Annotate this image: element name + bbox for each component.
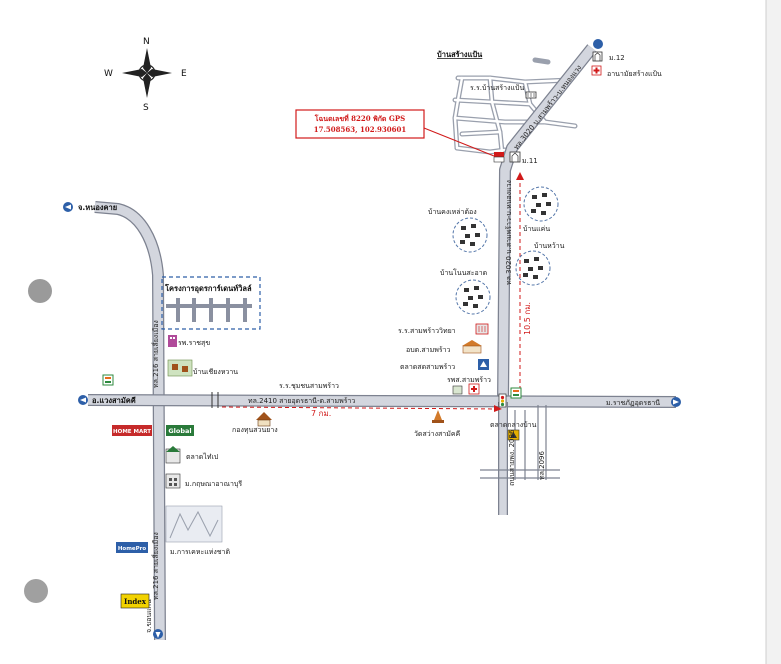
temple-icon [432, 410, 444, 423]
left-hospital-label: รพ.ราชสุข [178, 339, 210, 347]
traffic-light-icon [498, 393, 507, 408]
rubber-fund-icon [256, 412, 272, 427]
central-market-icon [507, 429, 520, 441]
rubber-fund-label: กองทุนสวนยาง [232, 426, 278, 434]
land-plot-marker [493, 152, 505, 163]
central-market-label: ตลาดกลางบ้าน [490, 421, 537, 429]
south-east-grid [480, 405, 560, 480]
homemart-text: HOME MART [113, 429, 151, 435]
village-name: บ้านสร้างแป้น [437, 50, 483, 59]
distance-line-horizontal [221, 406, 501, 410]
road-2096-label-b: ทล.2096 [538, 451, 546, 480]
university-label: ม.การเคหะแห่งชาติ [170, 548, 230, 556]
university-image [165, 505, 223, 543]
page-edge [766, 0, 781, 664]
village-cluster-baen [523, 186, 559, 222]
road-2410-label: ทล.2410 สายอุดรธานี-ต.สามพร้าว [248, 397, 355, 405]
b1-icon [167, 359, 193, 377]
wang-sam-mo-label: อ.แวงสามัคคี [92, 396, 136, 405]
village-kham-lao-label: บ้านคงเหล่าต้อง [428, 208, 477, 216]
homemart-logo: HOME MART [112, 425, 152, 436]
road-216-label-upper: ทล.216 สายเลี่ยงเมือง [151, 320, 160, 388]
village-cluster-nong-sa-at [455, 279, 491, 315]
index-logo: Index [120, 593, 150, 609]
left-hospital-icon [168, 335, 177, 347]
moo12-marker [592, 39, 603, 62]
global-logo: Global [166, 425, 194, 436]
khon-kaen-arrow [153, 629, 163, 639]
moo12-label: ม.12 [609, 54, 625, 62]
village-icon [165, 473, 181, 489]
road-2096-label-a: ถนนสายพง. 2096 [508, 429, 516, 486]
village-cluster-nong-wan [515, 250, 551, 286]
gps-callout: โฉนดเลขที่ 8220 พิกัด GPS 17.508563, 102… [295, 109, 495, 157]
rajabhat-label: ม.ราชภัฏอุดรธานี [606, 399, 660, 407]
hospital-icons [452, 383, 480, 395]
road-3020-label-lower: ทล.3020 บ.สามพร้าว-บ.หนองแวง [505, 180, 513, 285]
sam-phrao-school-icon [475, 323, 489, 335]
b1-label: บ้านเชียงหวาน [193, 368, 238, 376]
gps-callout-line2: 17.508563, 102.930601 [314, 125, 407, 134]
distance-arrow-up [516, 172, 524, 180]
compass-rose: N S W E [104, 37, 187, 113]
global-text: Global [168, 427, 191, 435]
moo11-marker [509, 151, 521, 163]
community-school-label: ร.ร.ชุมชนสามพร้าว [279, 382, 339, 390]
index-text: Index [124, 597, 147, 606]
sao-label: อบต.สามพร้าว [406, 346, 451, 354]
hospital-label: รพส.สามพร้าว [447, 376, 491, 384]
binder-hole-bottom [24, 579, 48, 603]
market-label: ตลาดสดสามพร้าว [400, 363, 455, 371]
distance-arrow-right [494, 405, 502, 412]
top-school-icon [525, 91, 537, 99]
market-icon [478, 359, 489, 370]
seven-eleven-icon-right [510, 387, 522, 399]
distance-7km: 7 กม. [311, 409, 331, 418]
village-nong-wan-label: บ้านหว้าน [534, 242, 565, 250]
khon-kaen-label: จ.ขอนแก่น [145, 599, 153, 633]
wang-sam-mo-arrow [78, 395, 88, 405]
project-name: โครงการอุดรการ์เดนท์วิลล์ [164, 283, 252, 293]
homepro-text: HomePro [118, 546, 147, 552]
moo11-label: ม.11 [522, 157, 538, 165]
compass-w: W [104, 69, 113, 79]
road-216-label-lower: ทล.216 สายเลี่ยงเมือง [151, 532, 160, 600]
road-3020-label-upper: ทล.3020 บ.สามพร้าว-บ.หนองแวง [512, 64, 583, 152]
road-216 [94, 201, 166, 641]
sam-phrao-school-label: ร.ร.สามพร้าววิทยา [398, 327, 456, 335]
top-school-label: ร.ร.บ้านสร้างแป้น [470, 84, 524, 92]
bridge-mark [211, 392, 219, 408]
compass-s: S [143, 103, 149, 113]
binder-hole-top [28, 279, 52, 303]
market-thai-label: ตลาดไท๋เป [186, 452, 219, 461]
village-cluster-kham-lao [452, 217, 488, 253]
market-thai-icon [165, 446, 181, 464]
homepro-logo: HomePro [116, 542, 148, 553]
compass-n: N [143, 37, 150, 47]
village-label: ม.กฤษณาอาณาบุรี [185, 480, 242, 488]
village-baen-label: บ้านแค่น [523, 225, 550, 233]
sao-icon [462, 340, 482, 354]
gps-callout-line1: โฉนดเลขที่ 8220 พิกัด GPS [314, 113, 405, 123]
village-street-grid-inner [453, 76, 577, 154]
compass-e: E [181, 69, 187, 79]
nong-khai-label: จ.หนองคาย [78, 203, 117, 212]
health-center-label: อานามัยสร้างแป้น [607, 70, 662, 78]
temple-label: วัดสว่างสามัคคี [414, 430, 461, 438]
rajabhat-arrow [671, 397, 681, 407]
distance-10-5km: 10.5 กม. [523, 302, 532, 335]
village-nong-sa-at-label: บ้านโนนสะอาด [440, 268, 487, 277]
project-boundary [161, 276, 261, 330]
nong-khai-arrow [63, 202, 73, 212]
seven-eleven-icon-left [102, 374, 114, 386]
project-plots [166, 298, 252, 322]
health-center-icon [591, 65, 602, 76]
